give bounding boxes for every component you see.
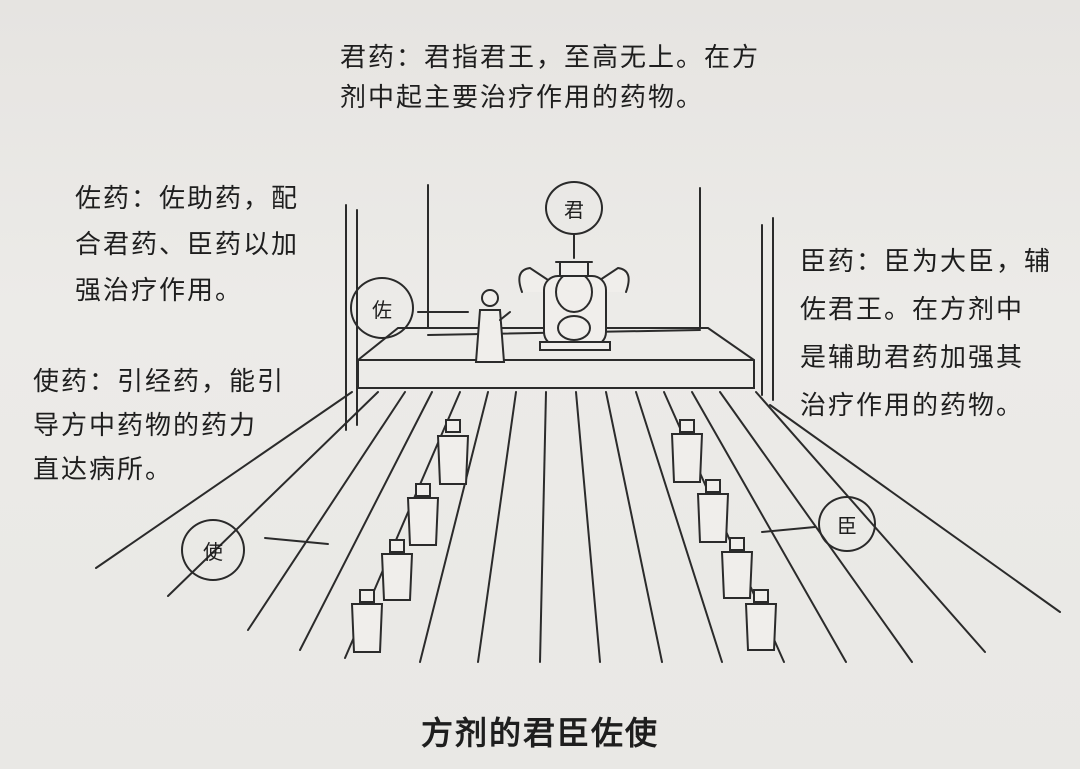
chen-description-line-1: 臣药：臣为大臣，辅 — [800, 247, 1053, 277]
shi-description-line-3: 直达病所。 — [33, 455, 174, 485]
chen-circle-label: 臣 — [818, 496, 876, 552]
jun-description: 君药：君指君王，至高无上。在方 剂中起主要治疗作用的药物。 — [340, 38, 760, 118]
chen-description-line-3: 是辅助君药加强其 — [800, 343, 1025, 373]
right-officials — [670, 419, 778, 651]
chen-description: 臣药：臣为大臣，辅 佐君王。在方剂中 是辅助君药加强其 治疗作用的药物。 — [800, 238, 1052, 430]
left-officials — [350, 419, 470, 653]
chen-description-line-2: 佐君王。在方剂中 — [800, 295, 1025, 325]
shi-description-line-2: 导方中药物的药力 — [33, 411, 258, 441]
shi-description: 使药：引经药，能引 导方中药物的药力 直达病所。 — [33, 360, 285, 492]
zuo-description-line-1: 佐药：佐助药，配 — [75, 184, 300, 214]
emperor-figure — [518, 261, 630, 351]
official-7 — [720, 537, 754, 599]
official-1 — [436, 419, 470, 485]
jun-description-line-1: 君药：君指君王，至高无上。在方 — [340, 43, 761, 73]
shi-description-line-1: 使药：引经药，能引 — [33, 367, 286, 397]
zuo-description-line-2: 合君药、臣药以加 — [75, 230, 300, 260]
official-8 — [744, 589, 778, 651]
shi-circle-label: 使 — [181, 519, 245, 581]
official-6 — [696, 479, 730, 543]
jun-circle-label: 君 — [545, 181, 603, 235]
official-3 — [380, 539, 414, 601]
zuo-description: 佐药：佐助药，配 合君药、臣药以加 强治疗作用。 — [75, 176, 299, 314]
zuo-description-line-3: 强治疗作用。 — [75, 276, 244, 306]
chen-description-line-4: 治疗作用的药物。 — [800, 391, 1025, 421]
zuo-circle-label: 佐 — [350, 277, 414, 339]
official-5 — [670, 419, 704, 483]
official-2 — [406, 483, 440, 546]
official-4 — [350, 589, 384, 653]
figure-caption: 方剂的君臣佐使 — [420, 714, 659, 752]
zuo-attendant-figure — [474, 289, 511, 363]
shi-connector — [264, 537, 329, 545]
jun-description-line-2: 剂中起主要治疗作用的药物。 — [340, 83, 705, 113]
